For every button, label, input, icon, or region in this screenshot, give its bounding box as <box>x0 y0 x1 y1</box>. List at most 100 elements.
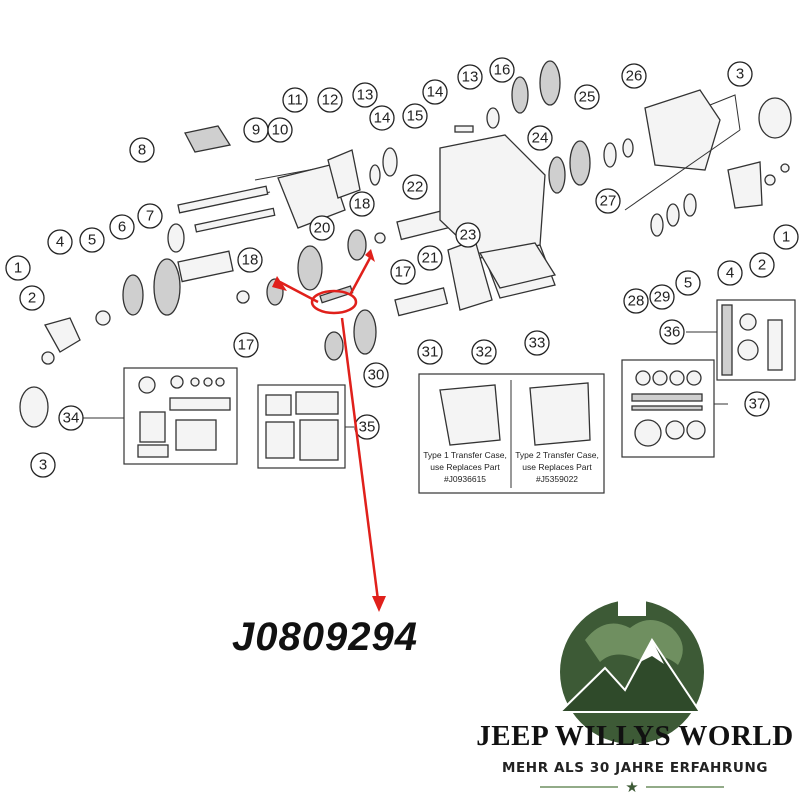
callout-label: 12 <box>322 92 339 109</box>
callout-circle <box>129 137 155 163</box>
part-number-label: J0809294 <box>232 615 418 659</box>
callout-label: 29 <box>654 289 671 306</box>
callout-circle <box>30 452 56 478</box>
note-type2-line2: use Replaces Part <box>522 462 592 472</box>
callout-6: 6 <box>109 214 135 240</box>
callout-label: 16 <box>494 62 511 79</box>
kit-box-37 <box>621 359 715 458</box>
callout-circle <box>623 288 649 314</box>
callout-3: 3 <box>30 452 56 478</box>
callout-2: 2 <box>19 285 45 311</box>
callout-4: 4 <box>47 229 73 255</box>
callout-label: 26 <box>626 68 643 85</box>
callout-circle <box>489 57 515 83</box>
callout-label: 7 <box>146 208 154 225</box>
callout-circle <box>649 284 675 310</box>
callout-circle <box>574 84 600 110</box>
callout-label: 1 <box>14 260 22 277</box>
callout-circle <box>402 103 428 129</box>
callout-30: 30 <box>363 362 389 388</box>
note-type1-line1: Type 1 Transfer Case, <box>423 450 507 460</box>
callout-18-2: 18 <box>349 191 375 217</box>
callout-label: 8 <box>138 142 146 159</box>
callout-1-2: 1 <box>773 224 799 250</box>
callout-circle <box>621 63 647 89</box>
callout-label: 33 <box>529 335 546 352</box>
callout-13-2: 13 <box>457 64 483 90</box>
part-highlight <box>272 249 386 612</box>
logo-peak-snow <box>640 640 664 664</box>
callout-22: 22 <box>402 174 428 200</box>
callout-label: 18 <box>354 196 371 213</box>
callout-label: 23 <box>460 227 477 244</box>
callout-label: 5 <box>88 232 96 249</box>
callout-17-2: 17 <box>390 259 416 285</box>
callout-label: 35 <box>359 419 376 436</box>
callout-label: 3 <box>39 457 47 474</box>
callout-24: 24 <box>527 125 553 151</box>
note-type2-line3: #J5359022 <box>536 474 578 484</box>
callout-circle <box>267 117 293 143</box>
callout-4-2: 4 <box>717 260 743 286</box>
callout-label: 9 <box>252 122 260 139</box>
callout-37: 37 <box>744 391 770 417</box>
callout-label: 32 <box>476 344 493 361</box>
callout-14: 14 <box>369 105 395 131</box>
callout-36: 36 <box>659 319 685 345</box>
callout-label: 14 <box>374 110 391 127</box>
logo-star-icon: ★ <box>625 778 638 796</box>
highlight-ellipse <box>310 289 358 315</box>
kit-box-34 <box>123 367 238 465</box>
note-type1-line3: #J0936615 <box>444 474 486 484</box>
callout-21: 21 <box>417 245 443 271</box>
logo-mountains <box>557 638 702 713</box>
callout-label: 37 <box>749 396 766 413</box>
callout-circle <box>317 87 343 113</box>
callout-31: 31 <box>417 339 443 365</box>
callout-12: 12 <box>317 87 343 113</box>
callout-circle <box>524 330 550 356</box>
callout-17: 17 <box>233 332 259 358</box>
callout-label: 2 <box>28 290 36 307</box>
callout-label: 13 <box>357 87 374 104</box>
callout-label: 17 <box>238 337 255 354</box>
highlight-arrow-left <box>279 280 319 304</box>
callout-10: 10 <box>267 117 293 143</box>
callout-34: 34 <box>58 405 84 431</box>
arrowhead-down <box>372 596 386 612</box>
kit-box-35 <box>257 384 346 469</box>
callout-label: 15 <box>407 108 424 125</box>
callout-circle <box>363 362 389 388</box>
callout-label: 18 <box>242 252 259 269</box>
callout-circle <box>773 224 799 250</box>
callout-label: 30 <box>368 367 385 384</box>
callout-label: 11 <box>287 92 303 109</box>
callout-8: 8 <box>129 137 155 163</box>
callout-35: 35 <box>354 414 380 440</box>
callout-label: 28 <box>628 293 645 310</box>
brand-name: JEEP WILLYS WORLD <box>476 720 794 752</box>
callout-16: 16 <box>489 57 515 83</box>
callout-label: 6 <box>118 219 126 236</box>
callout-label: 21 <box>422 250 439 267</box>
callout-label: 36 <box>664 324 681 341</box>
callout-26: 26 <box>621 63 647 89</box>
callout-13: 13 <box>352 82 378 108</box>
callout-5: 5 <box>79 227 105 253</box>
callout-circle <box>282 87 308 113</box>
callout-label: 34 <box>63 410 80 427</box>
callout-label: 13 <box>462 69 479 86</box>
callout-circle <box>471 339 497 365</box>
callout-15: 15 <box>402 103 428 129</box>
callout-label: 1 <box>782 229 790 246</box>
callout-circle <box>233 332 259 358</box>
callout-14-2: 14 <box>422 79 448 105</box>
callout-label: 4 <box>726 265 734 282</box>
callout-circle <box>19 285 45 311</box>
callout-circle <box>417 245 443 271</box>
callout-circle <box>659 319 685 345</box>
callout-label: 5 <box>684 275 692 292</box>
callout-circle <box>457 64 483 90</box>
callout-circle <box>137 203 163 229</box>
